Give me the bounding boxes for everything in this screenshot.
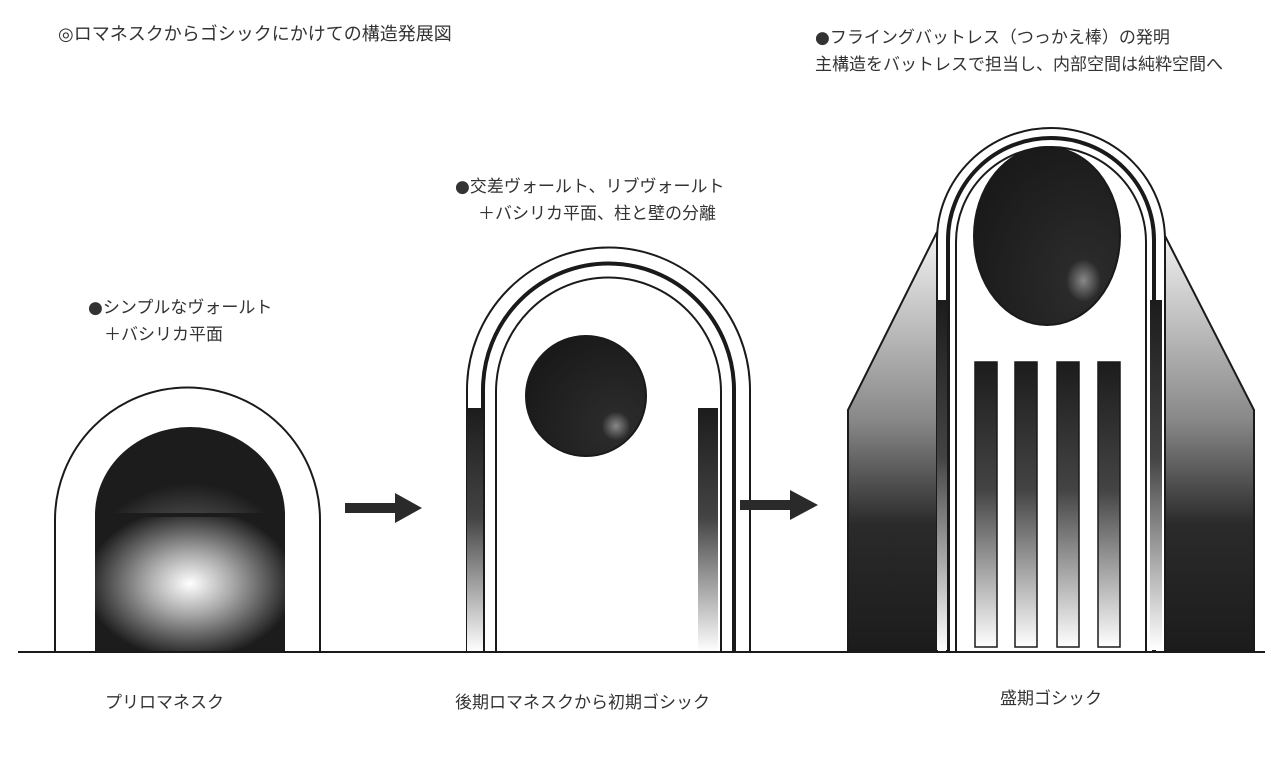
stage2-note-1: ●交差ヴォールト、リブヴォールト [455, 177, 725, 197]
stage1-label: プリロマネスク [105, 693, 224, 713]
stage3-note-2: 主構造をバットレスで担当し、内部空間は純粋空間へ [815, 55, 1223, 75]
stage2-note-2: ＋バシリカ平面、柱と壁の分離 [478, 204, 716, 224]
high-gothic-cathedral [847, 127, 1255, 653]
flying-buttress-right [1162, 231, 1255, 651]
arrow-icon [345, 493, 422, 523]
flying-buttress-left [847, 231, 938, 651]
stage1-note-1: ●シンプルなヴォールト [88, 298, 273, 318]
stage3-label: 盛期ゴシック [1000, 689, 1102, 709]
pre-romanesque-building [54, 386, 321, 653]
early-gothic-building [466, 246, 751, 653]
window-slats [974, 361, 1121, 648]
stage3-note-1: ●フライングバットレス（つっかえ棒）の発明 [815, 28, 1170, 48]
stage2-label: 後期ロマネスクから初期ゴシック [455, 693, 710, 713]
stage1-note-2: ＋バシリカ平面 [104, 325, 223, 345]
arrow-icon [740, 490, 818, 520]
diagram-title: ◎ロマネスクからゴシックにかけての構造発展図 [58, 24, 452, 45]
